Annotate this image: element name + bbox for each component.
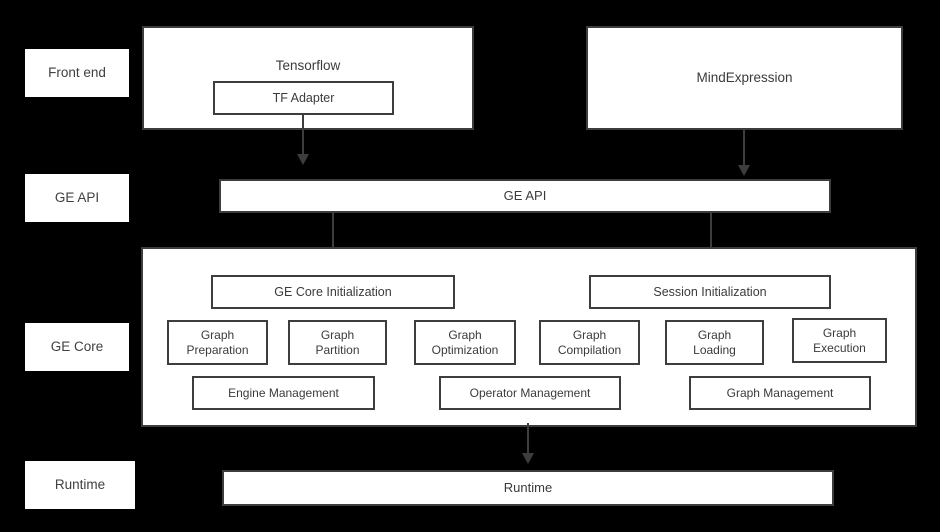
graph-management-box[interactable]: Graph Management (689, 376, 871, 410)
rail-label-ge-core: GE Core (25, 323, 129, 371)
rail-label-ge-api: GE API (25, 174, 129, 222)
connector-tf-adapter-to-ge-api-arrowhead (297, 154, 309, 165)
graph-preparation-box[interactable]: Graph Preparation (167, 320, 268, 365)
operator-management-box[interactable]: Operator Management (439, 376, 621, 410)
ge-core-initialization-box[interactable]: GE Core Initialization (211, 275, 455, 309)
engine-management-box[interactable]: Engine Management (192, 376, 375, 410)
connector-ge-core-to-runtime-line (527, 423, 529, 455)
mindexpression-box[interactable]: MindExpression (586, 26, 903, 130)
tf-adapter-box[interactable]: TF Adapter (213, 81, 394, 115)
graph-execution-box[interactable]: Graph Execution (792, 318, 887, 363)
connector-ge-api-to-ge-core-init-line (332, 213, 334, 261)
connector-mindexpression-to-ge-api-arrowhead (738, 165, 750, 176)
connector-ge-api-to-session-init-line (710, 213, 712, 261)
ge-api-bar[interactable]: GE API (219, 179, 831, 213)
tensorflow-label: Tensorflow (275, 58, 341, 73)
rail-label-front-end: Front end (25, 49, 129, 97)
graph-optimization-box[interactable]: Graph Optimization (414, 320, 516, 365)
rail-label-runtime: Runtime (25, 461, 135, 509)
session-initialization-box[interactable]: Session Initialization (589, 275, 831, 309)
connector-mindexpression-to-ge-api-line (743, 130, 745, 166)
connector-tf-adapter-to-ge-api-line (302, 115, 304, 155)
runtime-bar[interactable]: Runtime (222, 470, 834, 506)
graph-loading-box[interactable]: Graph Loading (665, 320, 764, 365)
graph-partition-box[interactable]: Graph Partition (288, 320, 387, 365)
graph-compilation-box[interactable]: Graph Compilation (539, 320, 640, 365)
connector-ge-core-to-runtime-arrowhead (522, 453, 534, 464)
